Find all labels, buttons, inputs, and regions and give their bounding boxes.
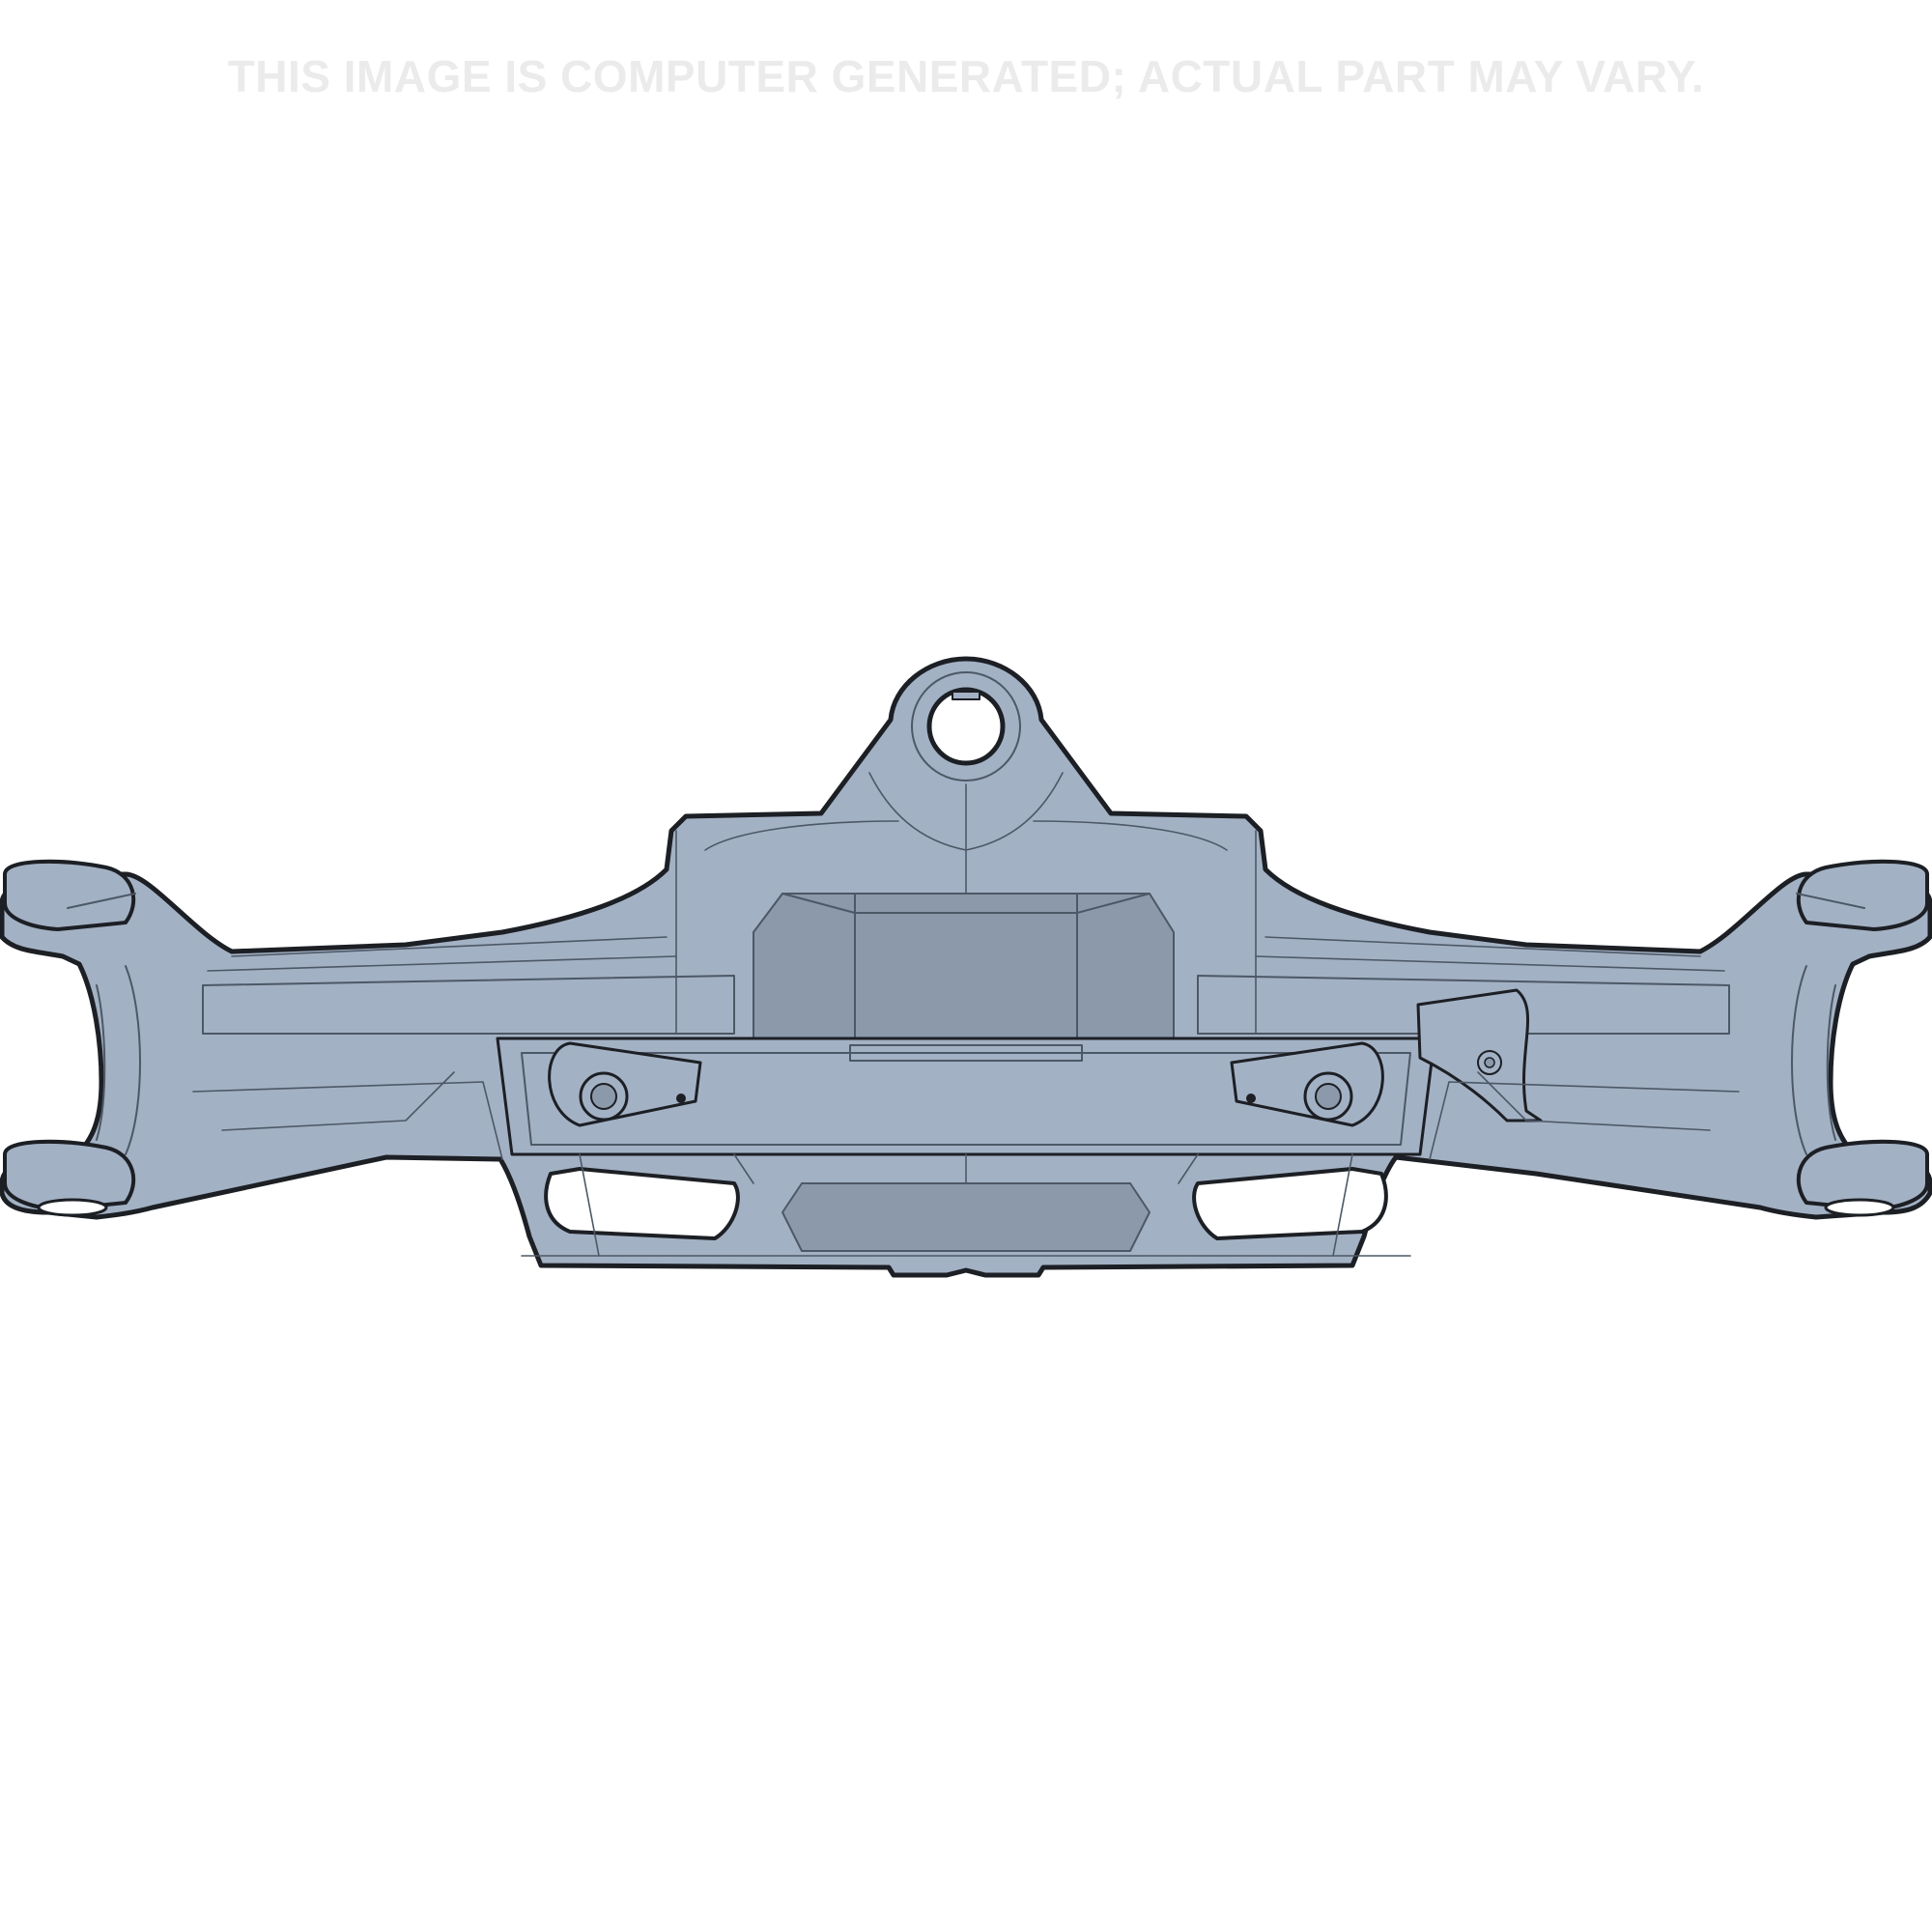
right-fork bbox=[1791, 859, 1929, 1217]
disclaimer-text: THIS IMAGE IS COMPUTER GENERATED; ACTUAL… bbox=[227, 51, 1705, 101]
eyelet-boss bbox=[911, 671, 1021, 781]
right-bolt-mount bbox=[1230, 1041, 1384, 1127]
suspension-control-arm-icon bbox=[0, 656, 1932, 1278]
right-side-bracket bbox=[1416, 988, 1543, 1122]
left-bolt-mount bbox=[548, 1041, 702, 1127]
left-fork bbox=[3, 859, 141, 1217]
center-block bbox=[753, 893, 1175, 1039]
right-upper-channel bbox=[1197, 975, 1730, 1035]
lower-center-pocket bbox=[781, 1182, 1151, 1252]
center-channel bbox=[496, 1037, 1436, 1156]
left-upper-channel bbox=[202, 975, 735, 1035]
surface-wireframe bbox=[192, 772, 1740, 1257]
left-lower-cutout bbox=[544, 1167, 740, 1240]
eyelet-keyway bbox=[952, 691, 980, 700]
top-eyelet-hole bbox=[926, 687, 1006, 766]
right-lower-cutout bbox=[1192, 1167, 1388, 1240]
